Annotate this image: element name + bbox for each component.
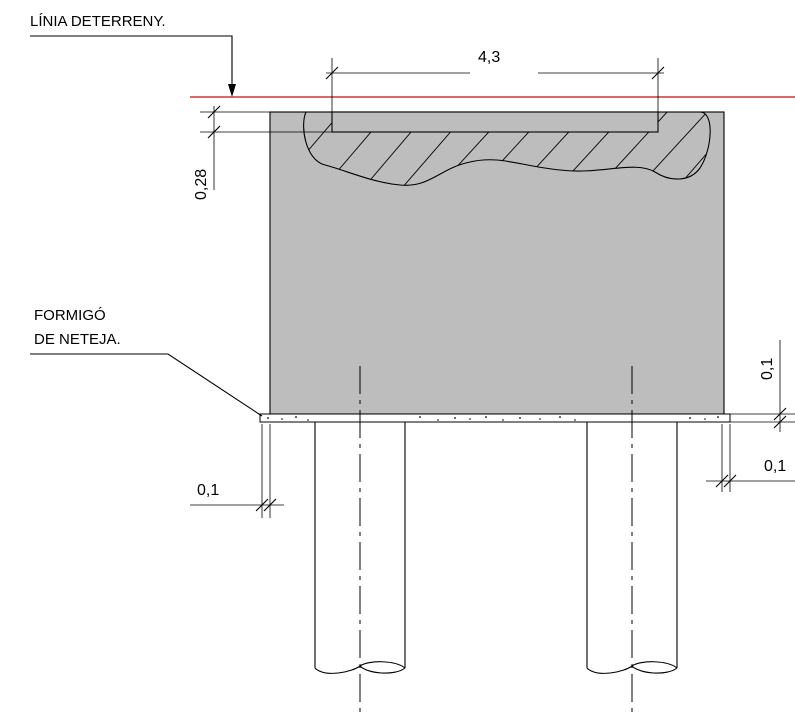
dim-right-thickness-value: 0,1 bbox=[759, 358, 776, 380]
terrain-arrow bbox=[228, 84, 236, 97]
dim-lean-left-value: 0,1 bbox=[197, 482, 219, 499]
dim-lean-left bbox=[190, 424, 284, 518]
lean-concrete-layer bbox=[259, 413, 731, 423]
top-recess bbox=[331, 111, 659, 133]
dim-top-width-value: 4,3 bbox=[478, 49, 500, 66]
lean-concrete-leader bbox=[30, 353, 263, 417]
dim-top-width bbox=[325, 58, 665, 112]
dim-right-thickness bbox=[730, 340, 795, 432]
dim-right-offset bbox=[706, 424, 795, 492]
terrain-leader bbox=[30, 35, 233, 88]
pile-left bbox=[314, 422, 406, 674]
lean-concrete-label-1: FORMIGÓ bbox=[34, 307, 106, 324]
foundation-block bbox=[269, 111, 725, 415]
lean-concrete-label-2: DE NETEJA. bbox=[34, 331, 121, 348]
dim-right-offset-value: 0,1 bbox=[764, 458, 786, 475]
dim-recess-depth bbox=[200, 105, 332, 190]
terrain-line-label: LÍNIA DETERRENY. bbox=[30, 13, 166, 30]
dim-recess-depth-value: 0,28 bbox=[193, 169, 210, 200]
